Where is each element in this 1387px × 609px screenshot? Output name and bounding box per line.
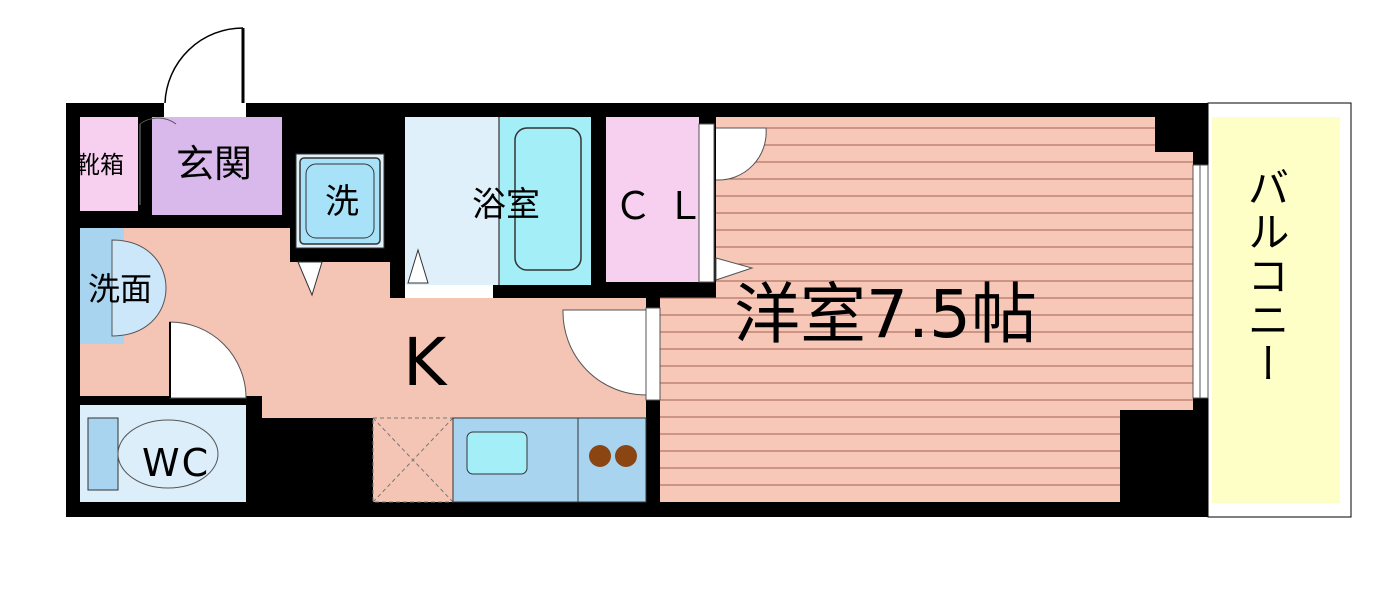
balcony-floor	[1212, 117, 1340, 503]
bathroom-floor	[405, 117, 499, 285]
fridge-space-cross-b	[372, 417, 454, 503]
shoe-box-door-arc	[139, 117, 177, 125]
washer-machine	[299, 157, 381, 245]
closet-door-swing-lower	[715, 257, 754, 281]
toilet-door-swing	[169, 321, 247, 399]
flooring-lines	[660, 127, 1193, 486]
genkan-label: 玄関	[176, 142, 253, 186]
washer-label: 洗	[325, 182, 359, 222]
closet-door-swing-upper	[715, 127, 767, 181]
western-room-label: 洋室7.5帖	[734, 276, 1037, 353]
closet-door-frame	[698, 123, 715, 283]
washer-door-mark	[297, 261, 323, 297]
shoe-box-label: 靴箱	[76, 151, 124, 179]
toilet-bowl	[117, 419, 219, 489]
shoe-box	[80, 117, 138, 211]
entrance-door-swing	[164, 27, 244, 104]
kitchen-label: K	[403, 324, 447, 401]
stove-burner-left	[589, 445, 611, 467]
balcony-label: バルコニー	[1241, 166, 1290, 386]
washstand-bowl	[111, 239, 167, 337]
closet	[606, 117, 699, 282]
room-door-swing	[562, 309, 647, 396]
genkan-floor	[152, 117, 282, 215]
bathroom-door-mark	[407, 248, 429, 284]
stove-burner-right	[615, 445, 637, 467]
entrance-door-opening	[164, 100, 246, 117]
bathroom-door-opening	[405, 285, 493, 298]
washer-drum	[305, 163, 375, 239]
bathroom-label: 浴室	[472, 185, 540, 225]
washstand-label: 洗面	[88, 270, 153, 308]
toilet-label: WC	[142, 441, 211, 485]
bathtub	[514, 127, 582, 271]
kitchen-sink	[466, 431, 528, 475]
closet-label: ＣＬ	[614, 184, 719, 228]
